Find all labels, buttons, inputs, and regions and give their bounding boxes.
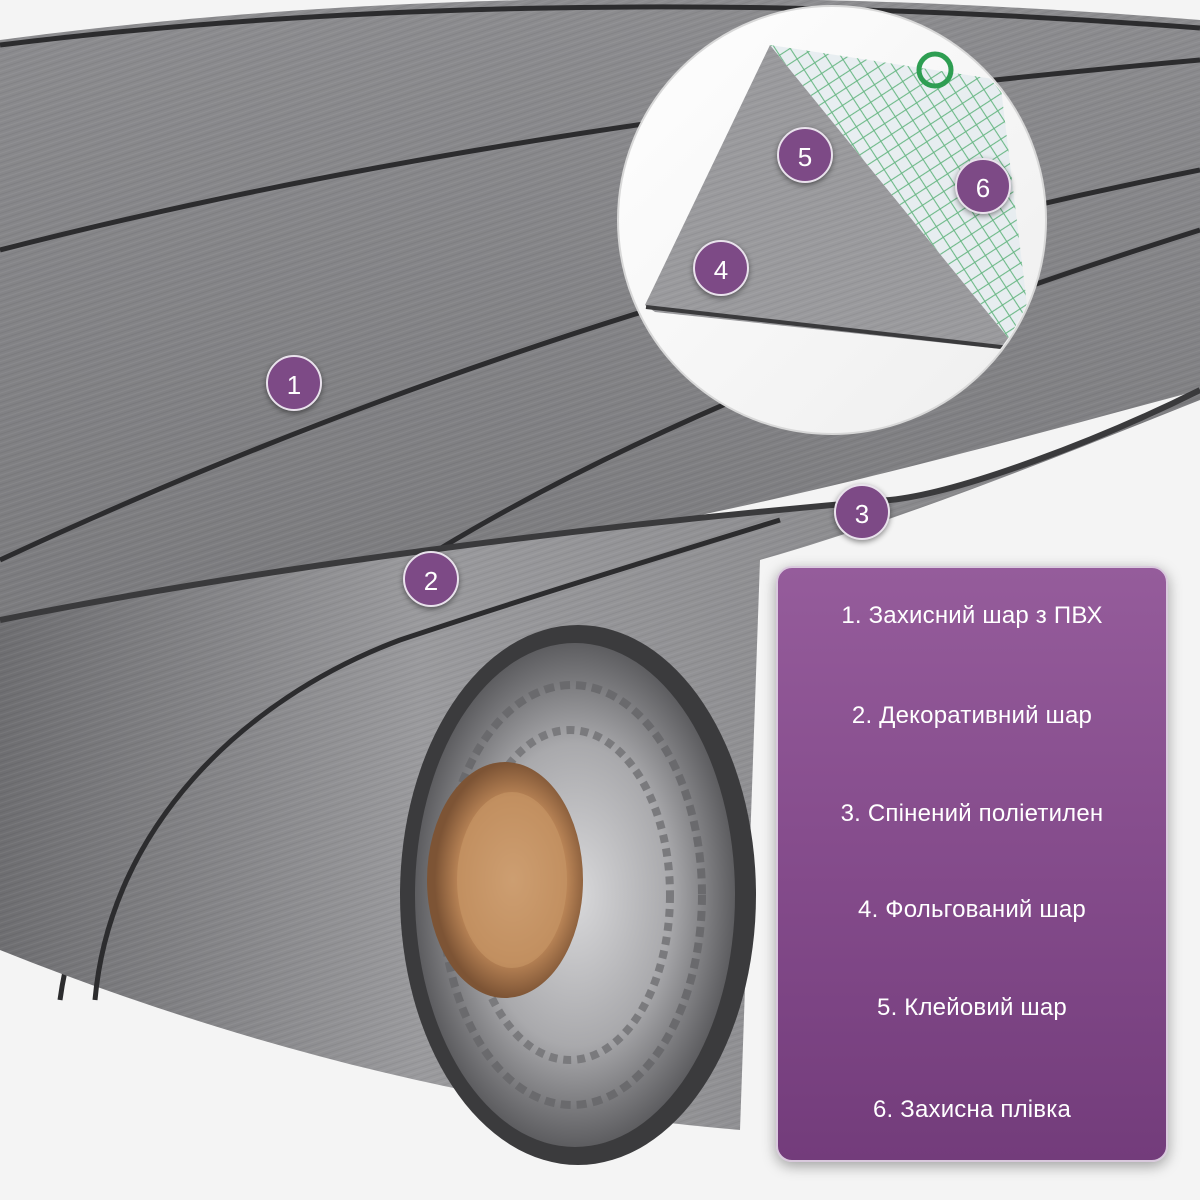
legend-item-1: 1. Захисний шар з ПВХ xyxy=(841,602,1103,629)
marker-4: 4 xyxy=(693,240,749,296)
marker-3: 3 xyxy=(834,484,890,540)
marker-6: 6 xyxy=(955,158,1011,214)
roll-end xyxy=(400,625,756,1165)
legend-item-6: 6. Захисна плівка xyxy=(872,1096,1072,1123)
layer-closeup-inset xyxy=(617,5,1047,435)
legend-item-3: 3. Спінений поліетилен xyxy=(840,800,1104,827)
layers-legend-panel: 1. Захисний шар з ПВХ 2. Декоративний ша… xyxy=(776,566,1168,1162)
marker-2: 2 xyxy=(403,551,459,607)
legend-item-4: 4. Фольгований шар xyxy=(858,896,1086,923)
legend-item-2: 2. Декоративний шар xyxy=(851,702,1093,729)
legend-item-5: 5. Клейовий шар xyxy=(877,994,1067,1021)
marker-1: 1 xyxy=(266,355,322,411)
marker-5: 5 xyxy=(777,127,833,183)
